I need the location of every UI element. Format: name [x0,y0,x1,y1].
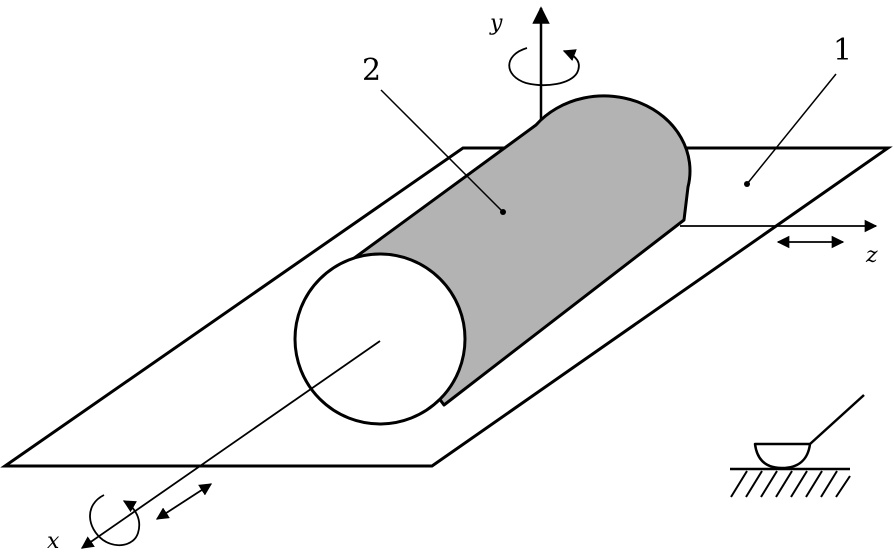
x-rotation-arrow [89,494,141,547]
leader-line-part-1 [746,73,837,185]
label-part-2: 2 [362,53,381,88]
leader-dot-part-2 [500,209,506,215]
label-part-1: 1 [833,33,852,68]
x-translation-arrow [155,483,213,520]
ground-hatching [730,470,851,498]
support-cup [753,442,812,470]
leader-line-part-2 [380,89,504,213]
y-rotation-arrow [508,47,580,86]
label-axis-y: y [489,11,503,36]
label-axis-x: x [47,529,60,554]
x-axis [80,340,381,549]
cylinder-end-face [293,252,467,426]
support-lever [809,394,865,445]
label-axis-z: z [865,243,878,268]
ground-support-symbol [730,394,865,498]
leader-dot-part-1 [744,181,750,187]
